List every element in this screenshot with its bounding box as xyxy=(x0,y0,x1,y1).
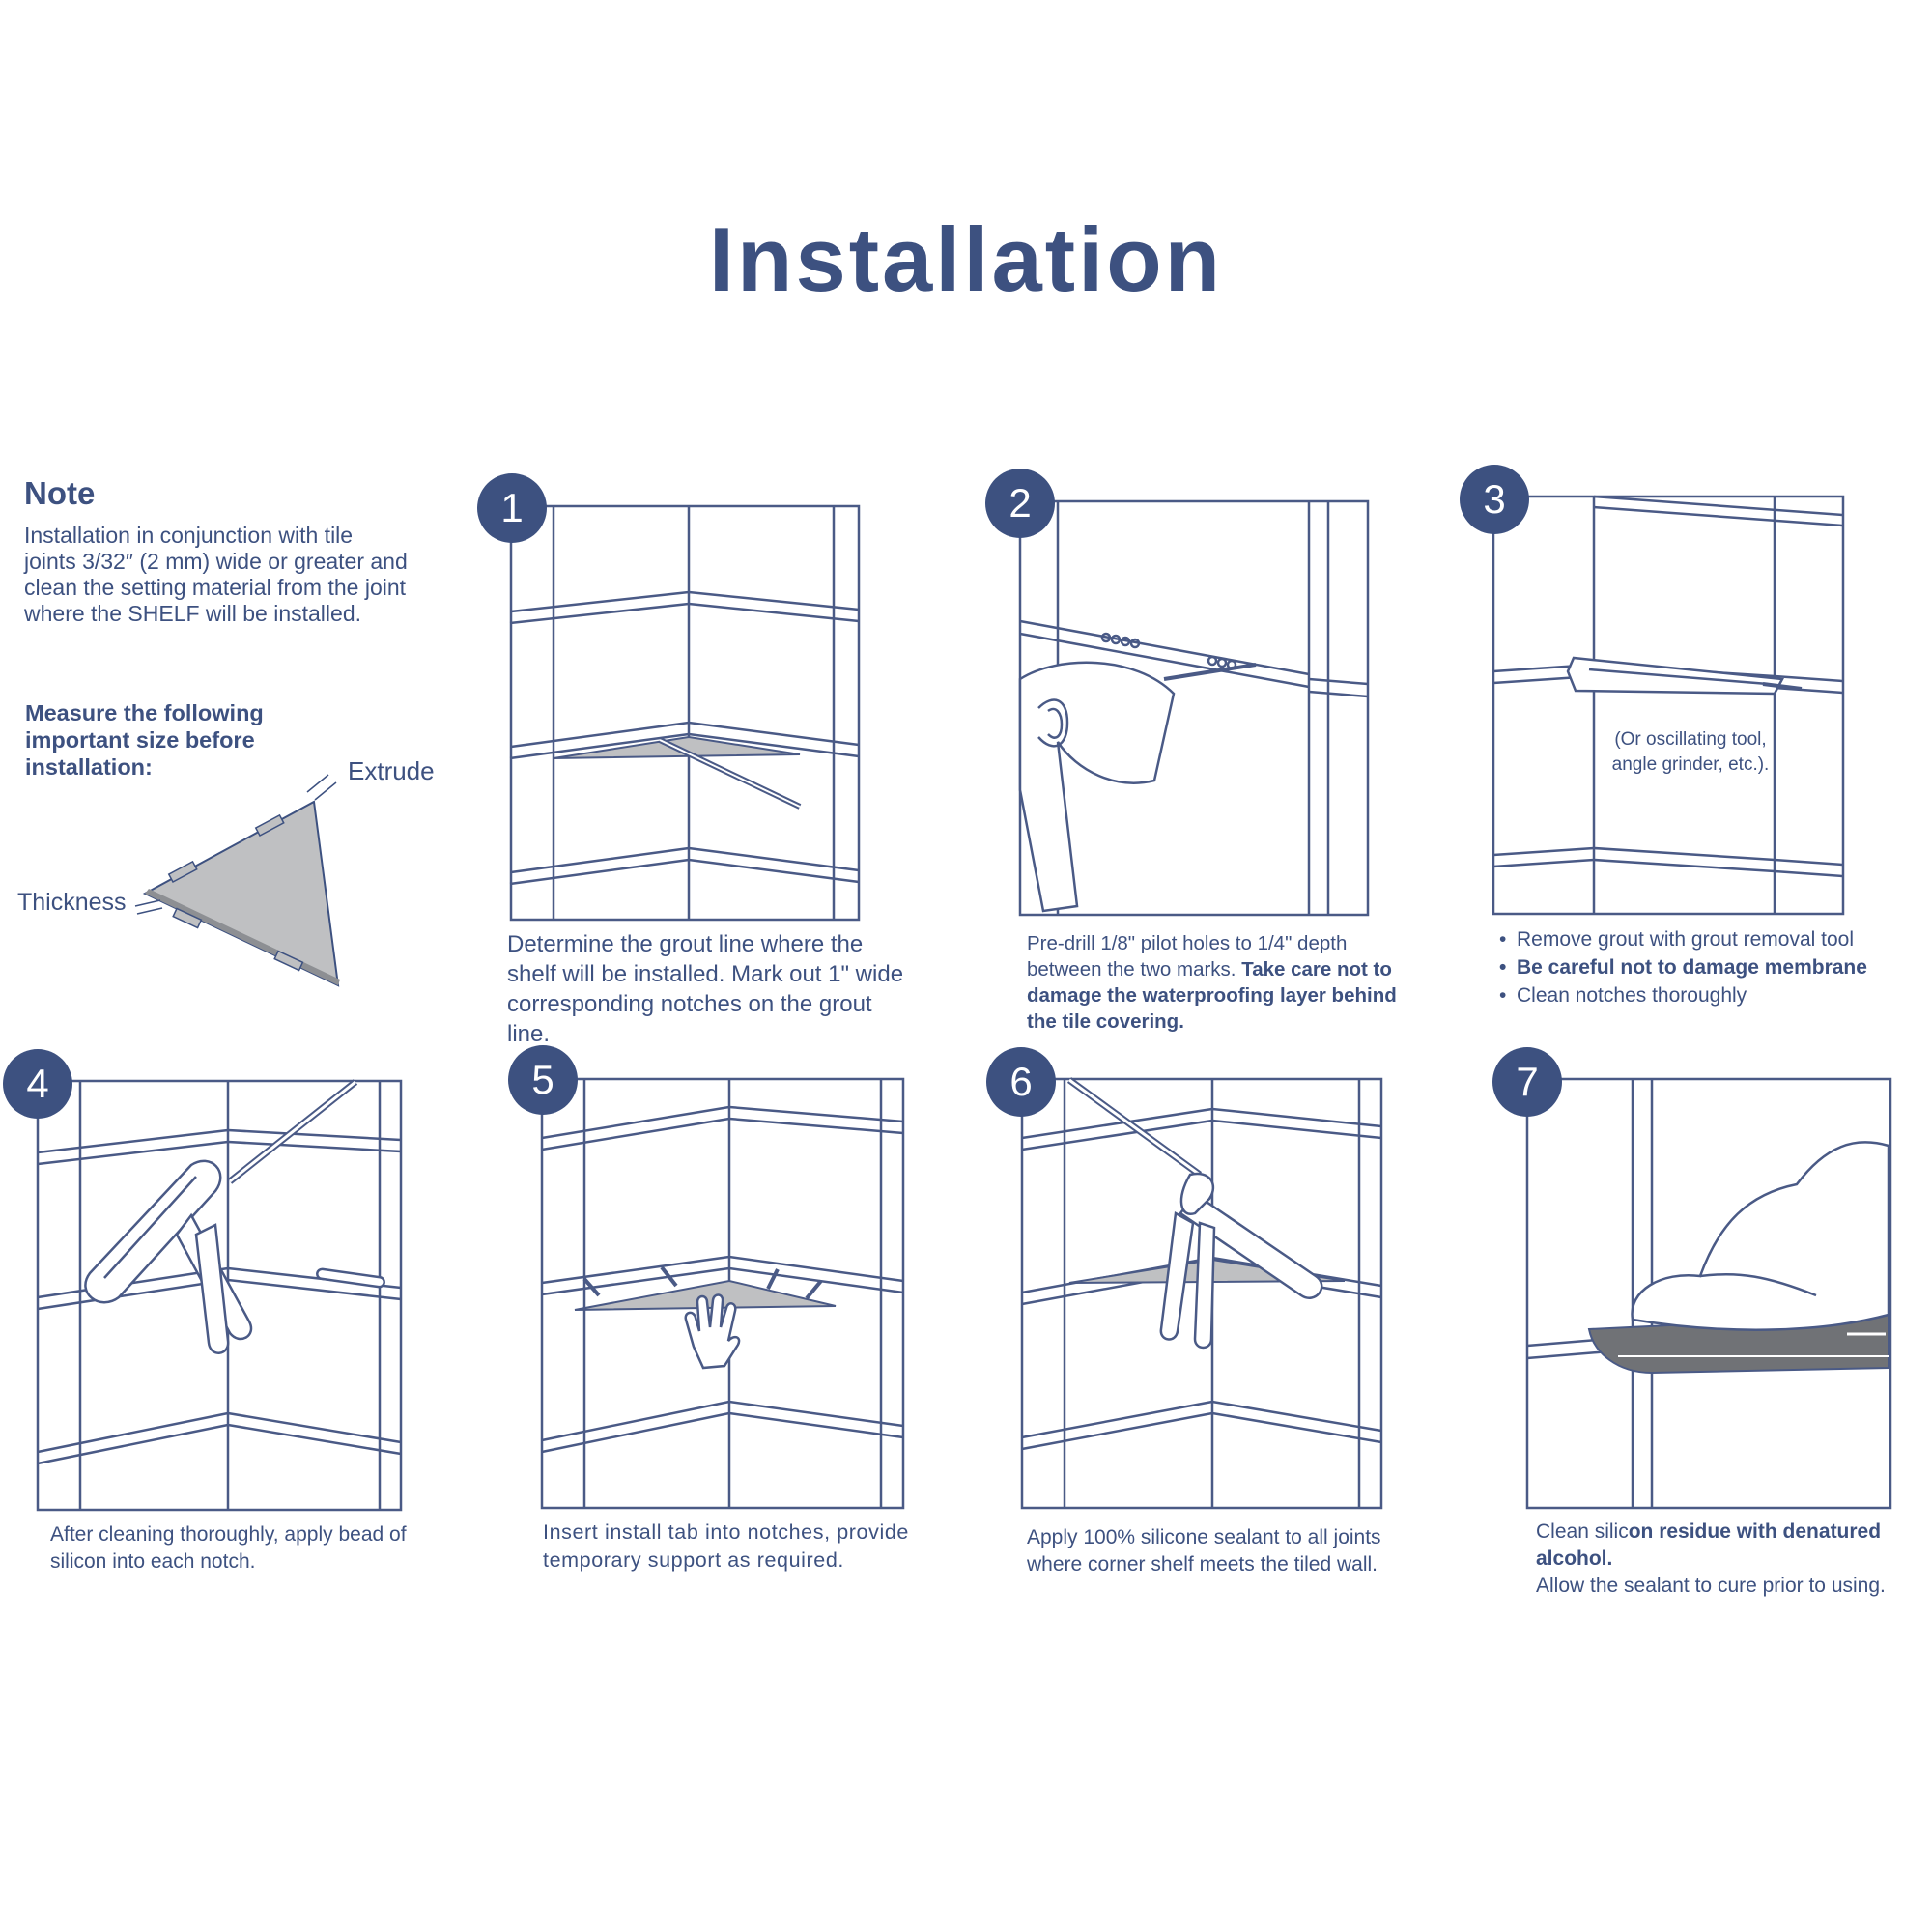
step-2-badge: 2 xyxy=(985,469,1055,538)
step-1-caption: Determine the grout line where the shelf… xyxy=(507,931,904,1047)
step-7-caption-line-1: Clean silicon residue with denatured alc… xyxy=(1536,1519,1932,1573)
step-2-caption-regular: Pre-drill 1/8" pilot holes to 1/4" depth… xyxy=(1027,932,1348,980)
thickness-label: Thickness xyxy=(17,889,127,916)
step-7-caption: Clean silicon residue with denatured alc… xyxy=(1536,1519,1932,1600)
step-3-tool-note-line-1: (Or oscillating tool, xyxy=(1614,729,1767,750)
step-7-caption-line-2: Allow the sealant to cure prior to using… xyxy=(1536,1575,1886,1597)
extrude-label: Extrude xyxy=(348,756,435,785)
step-1-badge: 1 xyxy=(477,473,547,543)
step-4-illustration xyxy=(36,1079,403,1512)
step-7-illustration xyxy=(1525,1077,1892,1510)
step-7-badge: 7 xyxy=(1492,1047,1562,1117)
step-1-illustration xyxy=(509,504,861,922)
note-text: Installation in conjunction with tile jo… xyxy=(24,523,408,626)
step-3-bullet-3: Clean notches thoroughly xyxy=(1499,981,1924,1009)
step-2-illustration xyxy=(1018,499,1370,917)
step-3-badge: 3 xyxy=(1460,465,1529,534)
step-5-badge: 5 xyxy=(508,1045,578,1115)
step-4-caption: After cleaning thoroughly, apply bead of… xyxy=(50,1523,407,1573)
step-3-bullet-1: Remove grout with grout removal tool xyxy=(1499,925,1924,953)
step-4-badge: 4 xyxy=(3,1049,72,1119)
step-3-tool-note: (Or oscillating tool, angle grinder, etc.… xyxy=(1604,727,1777,778)
step-6-illustration xyxy=(1020,1077,1383,1510)
step-6-badge: 6 xyxy=(986,1047,1056,1117)
step-3-bullets: Remove grout with grout removal tool Be … xyxy=(1499,925,1924,1009)
step-6-caption: Apply 100% silicone sealant to all joint… xyxy=(1027,1526,1381,1576)
step-3-illustration xyxy=(1492,495,1845,916)
step-3-bullet-2: Be careful not to damage membrane xyxy=(1499,953,1924,981)
shelf-dimension-diagram xyxy=(134,773,444,995)
step-5-illustration xyxy=(540,1077,905,1510)
measure-instruction: Measure the following important size bef… xyxy=(25,700,264,780)
step-5-caption: Insert install tab into notches, provide… xyxy=(543,1520,909,1572)
step-7-caption-bold: on residue with denatured alcohol. xyxy=(1536,1520,1882,1570)
step-2-caption: Pre-drill 1/8" pilot holes to 1/4" depth… xyxy=(1027,930,1423,1035)
step-7-caption-regular: Clean silic xyxy=(1536,1520,1629,1543)
page-title: Installation xyxy=(708,209,1224,310)
step-3-tool-note-line-2: angle grinder, etc.). xyxy=(1611,754,1770,775)
step-2-caption-warning: Take care not to damage the waterproofin… xyxy=(1027,958,1397,1033)
note-heading: Note xyxy=(24,475,96,511)
